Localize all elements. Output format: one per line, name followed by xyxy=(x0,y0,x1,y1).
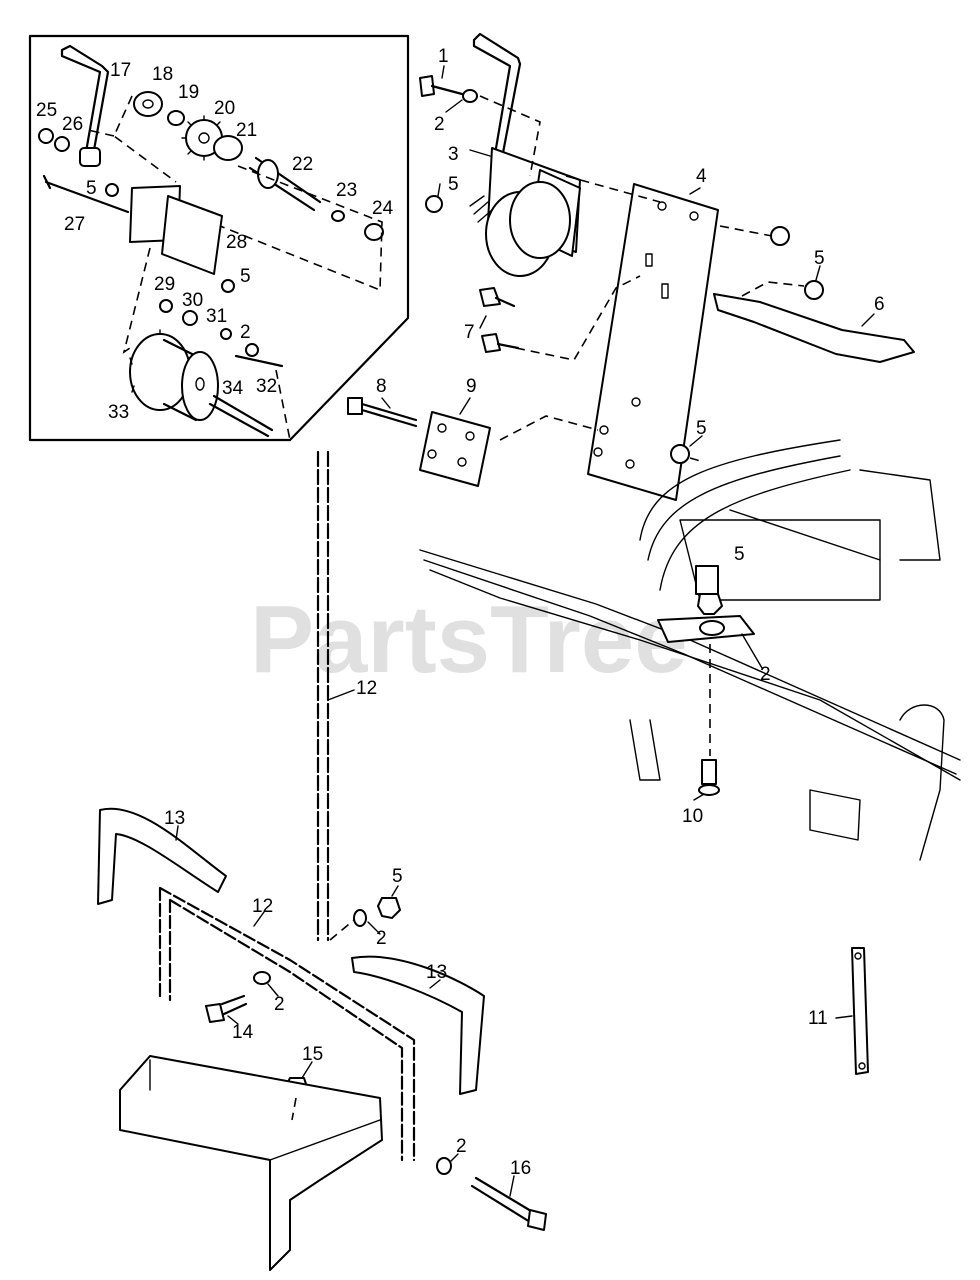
callout-2: 2 xyxy=(456,1136,467,1157)
callout-5: 5 xyxy=(86,178,97,199)
callout-19: 19 xyxy=(178,82,199,103)
callout-18: 18 xyxy=(152,64,173,85)
callout-20: 20 xyxy=(214,98,235,119)
callout-5: 5 xyxy=(814,248,825,269)
chain-vertical xyxy=(316,450,330,942)
callout-23: 23 xyxy=(336,180,357,201)
lower-assembly xyxy=(97,807,547,1271)
callout-21: 21 xyxy=(236,120,257,141)
callout-5: 5 xyxy=(734,544,745,565)
callout-12: 12 xyxy=(252,896,273,917)
callout-labels: 1 2 3 4 5 5 6 7 8 9 5 5 2 10 11 12 13 12… xyxy=(36,46,885,1197)
callout-9: 9 xyxy=(466,376,477,397)
callout-5: 5 xyxy=(696,418,707,439)
callout-31: 31 xyxy=(206,306,227,327)
callout-4: 4 xyxy=(696,166,707,187)
frame-assembly xyxy=(419,439,961,861)
callout-2: 2 xyxy=(376,928,387,949)
callout-5: 5 xyxy=(240,266,251,287)
callout-11: 11 xyxy=(808,1008,828,1029)
callout-34: 34 xyxy=(222,378,244,399)
callout-2: 2 xyxy=(240,322,251,343)
callout-5: 5 xyxy=(448,174,459,195)
callout-2: 2 xyxy=(760,664,771,685)
callout-15: 15 xyxy=(302,1044,323,1065)
callout-13: 13 xyxy=(426,962,447,983)
callout-22: 22 xyxy=(292,154,313,175)
callout-8: 8 xyxy=(376,376,387,397)
callout-6: 6 xyxy=(874,294,885,315)
callout-30: 30 xyxy=(182,290,203,311)
callout-5: 5 xyxy=(392,866,403,887)
callout-1: 1 xyxy=(438,46,449,67)
callout-26: 26 xyxy=(62,114,83,135)
inset-panel xyxy=(28,34,410,442)
callout-27: 27 xyxy=(64,214,85,235)
callout-12: 12 xyxy=(356,678,377,699)
callout-13: 13 xyxy=(164,808,185,829)
callout-32: 32 xyxy=(256,376,277,397)
callout-14: 14 xyxy=(232,1022,254,1043)
callout-29: 29 xyxy=(154,274,175,295)
watermark-text: PartsTree xyxy=(250,586,688,693)
callout-2: 2 xyxy=(434,114,445,135)
callout-17: 17 xyxy=(110,60,131,81)
callout-2: 2 xyxy=(274,994,285,1015)
callout-3: 3 xyxy=(448,144,459,165)
callout-16: 16 xyxy=(510,1158,531,1179)
callout-33: 33 xyxy=(108,402,129,423)
callout-25: 25 xyxy=(36,100,57,121)
callout-28: 28 xyxy=(226,232,247,253)
callout-7: 7 xyxy=(464,322,475,343)
callout-24: 24 xyxy=(372,198,394,219)
winch-assembly xyxy=(347,32,915,501)
callout-10: 10 xyxy=(682,806,703,827)
strap-11 xyxy=(851,947,869,1075)
